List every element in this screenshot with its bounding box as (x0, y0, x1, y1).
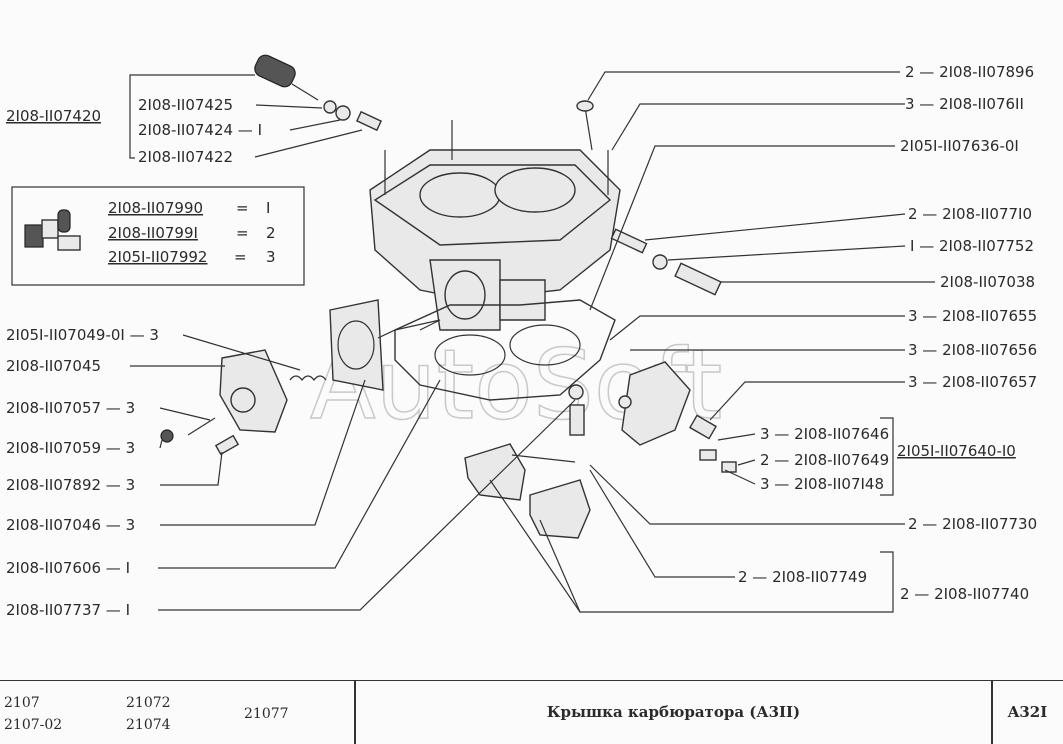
kit-row-2-qty: 2 (266, 224, 276, 242)
kit-box: 2I08-II07990 = I 2I08-II0799I = 2 2I05I-… (11, 186, 305, 286)
exploded-parts-diagram: AutoSoft (6, 54, 1037, 619)
leader-lines (129, 71, 935, 613)
label-2108-1107148: 3 — 2I08-II07I48 (760, 475, 884, 493)
label-2108-1107038: 2I08-II07038 (940, 273, 1035, 291)
label-2108-1107422: 2I08-II07422 (138, 148, 233, 166)
page-title: Крышка карбюратора (А3II) (546, 703, 801, 721)
label-2108-1107646: 3 — 2I08-II07646 (760, 425, 889, 443)
label-2108-1107730: 2 — 2I08-II07730 (908, 515, 1037, 533)
label-2108-1107656: 3 — 2I08-II07656 (908, 341, 1037, 359)
kit-row-1-sep: = (236, 199, 249, 217)
label-2108-1107710: 2 — 2I08-II077I0 (908, 205, 1032, 223)
kit-row-3-sep: = (234, 248, 247, 266)
carburetor-cover-drawing (369, 120, 621, 331)
label-2108-1107655: 3 — 2I08-II07655 (908, 307, 1037, 325)
kit-row-3-part: 2I05I-II07992 (108, 248, 207, 266)
model-21077: 21077 (244, 706, 289, 722)
kit-icon (24, 209, 81, 251)
label-2108-1107649: 2 — 2I08-II07649 (760, 451, 889, 469)
float-drawing (464, 384, 591, 539)
model-21072: 21072 (126, 695, 171, 711)
label-2108-1107059: 2I08-II07059 — 3 (6, 439, 135, 457)
label-21051-1107636-01: 2I05I-II07636-0I (900, 137, 1019, 155)
label-2108-1107657: 3 — 2I08-II07657 (908, 373, 1037, 391)
kit-row-2-sep: = (236, 224, 249, 242)
label-2108-1107752: I — 2I08-II07752 (910, 237, 1034, 255)
label-21051-1107049-01: 2I05I-II07049-0I — 3 (6, 326, 159, 344)
label-2108-1107892: 2I08-II07892 — 3 (6, 476, 135, 494)
gasket-drawing (394, 299, 616, 401)
fitting-drawing (610, 228, 722, 296)
label-21051-1107640-10: 2I05I-II07640-I0 (897, 442, 1016, 460)
label-2108-1107425: 2I08-II07425 (138, 96, 233, 114)
label-2108-1107740: 2 — 2I08-II07740 (900, 585, 1029, 603)
label-2108-1107424: 2I08-II07424 — I (138, 121, 262, 139)
title-block: 2107 2107-02 21072 21074 21077 Крышка ка… (0, 680, 1063, 744)
diaphragm-cover-drawing (160, 299, 384, 456)
label-2108-1107045: 2I08-II07045 (6, 357, 101, 375)
kit-row-2-part: 2I08-II0799I (108, 224, 198, 242)
screw-drawing (576, 100, 594, 151)
label-2108-1107737: 2I08-II07737 — I (6, 601, 130, 619)
footer-divider (354, 681, 356, 744)
solenoid-valve-drawing (254, 54, 383, 132)
kit-row-1-part: 2I08-II07990 (108, 199, 203, 217)
part-labels: 2I08-II07420 2I08-II07425 2I08-II07424 —… (6, 63, 1037, 619)
label-2108-1107606: 2I08-II07606 — I (6, 559, 130, 577)
model-2107: 2107 (4, 695, 40, 711)
label-2108-1107420: 2I08-II07420 (6, 107, 101, 125)
lever-drawing (618, 361, 737, 473)
label-2108-1107749: 2 — 2I08-II07749 (738, 568, 867, 586)
label-2108-1107046: 2I08-II07046 — 3 (6, 516, 135, 534)
label-2108-1107057: 2I08-II07057 — 3 (6, 399, 135, 417)
model-2107-02: 2107-02 (4, 717, 63, 733)
kit-row-1-qty: I (266, 199, 270, 217)
label-2108-1107896: 2 — 2I08-II07896 (905, 63, 1034, 81)
label-2108-1107611: 3 — 2I08-II076II (905, 95, 1024, 113)
kit-row-3-qty: 3 (266, 248, 276, 266)
model-21074: 21074 (126, 717, 171, 733)
page-code: A32I (1007, 703, 1048, 721)
footer-divider (991, 681, 993, 744)
